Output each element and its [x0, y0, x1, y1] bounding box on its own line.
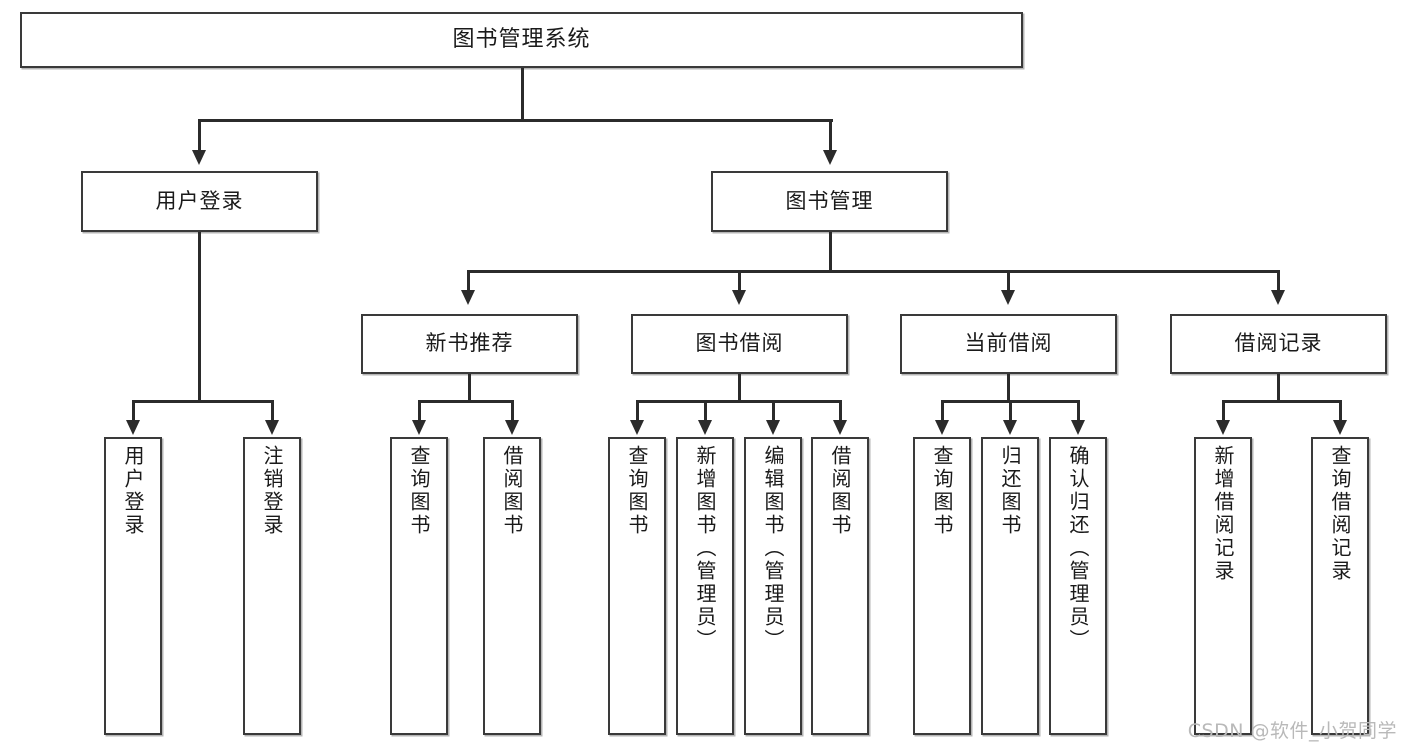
connector-nbr-bus: [418, 400, 513, 403]
leaf-label: 确认归还（管理员）: [1066, 445, 1090, 652]
arrow-nbr-leaf-0: [412, 420, 426, 435]
leaf-book-borrow-edit-book-admin[interactable]: 编辑图书（管理员）: [744, 437, 802, 735]
arrow-br-leaf-1: [1333, 420, 1347, 435]
connector-drop-book-management: [829, 119, 832, 152]
arrow-bb-leaf-3: [833, 420, 847, 435]
node-label: 图书借阅: [695, 331, 784, 356]
connector-level3-bus: [467, 270, 1279, 273]
leaf-label: 归还图书: [998, 445, 1022, 537]
connector-bb-stem: [738, 374, 741, 402]
connector-level2-bus: [198, 119, 833, 122]
arrow-level3-2: [1001, 290, 1015, 305]
arrow-level3-0: [461, 290, 475, 305]
arrow-bb-leaf-0: [630, 420, 644, 435]
connector-root-stem: [521, 68, 524, 120]
leaf-label: 查询借阅记录: [1328, 445, 1352, 583]
connector-drop-level3-0: [467, 270, 470, 292]
node-book-management[interactable]: 图书管理: [711, 171, 948, 232]
connector-drop-br-leaf-1: [1339, 400, 1342, 422]
connector-drop-bb-leaf-2: [772, 400, 775, 422]
arrow-ul-leaf-1: [265, 420, 279, 435]
connector-drop-nbr-leaf-0: [418, 400, 421, 422]
node-user-login[interactable]: 用户登录: [81, 171, 318, 232]
leaf-label: 用户登录: [121, 445, 145, 537]
leaf-current-borrow-query-book[interactable]: 查询图书: [913, 437, 971, 735]
leaf-borrow-record-query-record[interactable]: 查询借阅记录: [1311, 437, 1369, 735]
arrow-nbr-leaf-1: [505, 420, 519, 435]
connector-user-login-stem: [198, 232, 201, 402]
node-new-book-recommend[interactable]: 新书推荐: [361, 314, 578, 374]
leaf-borrow-record-add-record[interactable]: 新增借阅记录: [1194, 437, 1252, 735]
connector-br-bus: [1222, 400, 1339, 403]
leaf-label: 查询图书: [625, 445, 649, 537]
connector-drop-bb-leaf-3: [839, 400, 842, 422]
arrow-bb-leaf-2: [766, 420, 780, 435]
node-label: 当前借阅: [964, 331, 1053, 356]
leaf-label: 查询图书: [930, 445, 954, 537]
leaf-user-login-login[interactable]: 用户登录: [104, 437, 162, 735]
leaf-label: 编辑图书（管理员）: [761, 445, 785, 652]
leaf-new-book-borrow-book[interactable]: 借阅图书: [483, 437, 541, 735]
arrow-cb-leaf-2: [1071, 420, 1085, 435]
connector-drop-cb-leaf-1: [1009, 400, 1012, 422]
leaf-label: 新增借阅记录: [1211, 445, 1235, 583]
leaf-book-borrow-query-book[interactable]: 查询图书: [608, 437, 666, 735]
arrow-ul-leaf-0: [126, 420, 140, 435]
arrow-book-management: [823, 150, 837, 165]
arrow-user-login: [192, 150, 206, 165]
leaf-label: 注销登录: [260, 445, 284, 537]
connector-drop-bb-leaf-0: [636, 400, 639, 422]
connector-drop-cb-leaf-2: [1077, 400, 1080, 422]
leaf-label: 借阅图书: [828, 445, 852, 537]
node-root-book-management-system[interactable]: 图书管理系统: [20, 12, 1023, 68]
arrow-level3-1: [732, 290, 746, 305]
leaf-label: 借阅图书: [500, 445, 524, 537]
node-label: 用户登录: [155, 188, 244, 213]
leaf-new-book-query-book[interactable]: 查询图书: [390, 437, 448, 735]
connector-br-stem: [1277, 374, 1280, 402]
node-book-borrow[interactable]: 图书借阅: [631, 314, 848, 374]
leaf-user-login-logout[interactable]: 注销登录: [243, 437, 301, 735]
connector-book-management-stem: [829, 232, 832, 272]
arrow-level3-3: [1271, 290, 1285, 305]
node-label: 图书管理系统: [452, 26, 591, 52]
connector-drop-ul-leaf-1: [271, 400, 274, 422]
connector-cb-stem: [1007, 374, 1010, 402]
leaf-label: 查询图书: [407, 445, 431, 537]
connector-drop-user-login: [198, 119, 201, 152]
connector-drop-level3-3: [1277, 270, 1280, 292]
leaf-book-borrow-borrow-book[interactable]: 借阅图书: [811, 437, 869, 735]
node-label: 图书管理: [785, 188, 874, 213]
leaf-label: 新增图书（管理员）: [693, 445, 717, 652]
leaf-current-borrow-return-book[interactable]: 归还图书: [981, 437, 1039, 735]
arrow-br-leaf-0: [1216, 420, 1230, 435]
connector-nbr-stem: [468, 374, 471, 402]
arrow-bb-leaf-1: [698, 420, 712, 435]
node-current-borrow[interactable]: 当前借阅: [900, 314, 1117, 374]
connector-drop-level3-2: [1007, 270, 1010, 292]
connector-drop-nbr-leaf-1: [511, 400, 514, 422]
connector-drop-bb-leaf-1: [704, 400, 707, 422]
connector-drop-level3-1: [738, 270, 741, 292]
leaf-current-borrow-confirm-return-admin[interactable]: 确认归还（管理员）: [1049, 437, 1107, 735]
connector-bb-bus: [636, 400, 841, 403]
node-borrow-record[interactable]: 借阅记录: [1170, 314, 1387, 374]
connector-drop-ul-leaf-0: [132, 400, 135, 422]
connector-drop-br-leaf-0: [1222, 400, 1225, 422]
node-label: 借阅记录: [1234, 331, 1323, 356]
connector-drop-cb-leaf-0: [941, 400, 944, 422]
csdn-watermark: CSDN @软件_小贺同学: [1187, 720, 1397, 742]
node-label: 新书推荐: [425, 331, 514, 356]
arrow-cb-leaf-0: [935, 420, 949, 435]
arrow-cb-leaf-1: [1003, 420, 1017, 435]
connector-user-login-bus: [132, 400, 271, 403]
leaf-book-borrow-add-book-admin[interactable]: 新增图书（管理员）: [676, 437, 734, 735]
